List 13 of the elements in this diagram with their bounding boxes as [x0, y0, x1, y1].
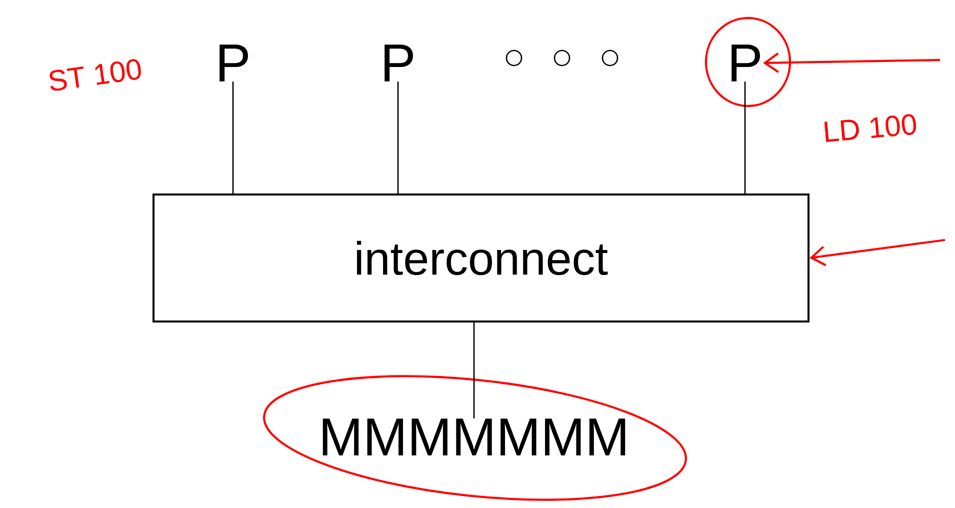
processor-label: P: [384, 44, 413, 82]
connector-line: [473, 322, 475, 418]
memory-label: MMMMMMM: [322, 418, 626, 456]
connector-line: [744, 82, 746, 194]
connector-line: [397, 82, 399, 194]
handwritten-note: LD 100: [824, 114, 916, 142]
annotation-arrow: [810, 238, 946, 266]
processor-label: P: [220, 44, 248, 82]
connector-line: [232, 82, 234, 194]
interconnect-box: interconnect: [152, 194, 810, 322]
handwritten-note: ST 100: [50, 59, 141, 91]
annotation-arrow: [763, 52, 940, 73]
processor-label: P: [732, 44, 760, 82]
